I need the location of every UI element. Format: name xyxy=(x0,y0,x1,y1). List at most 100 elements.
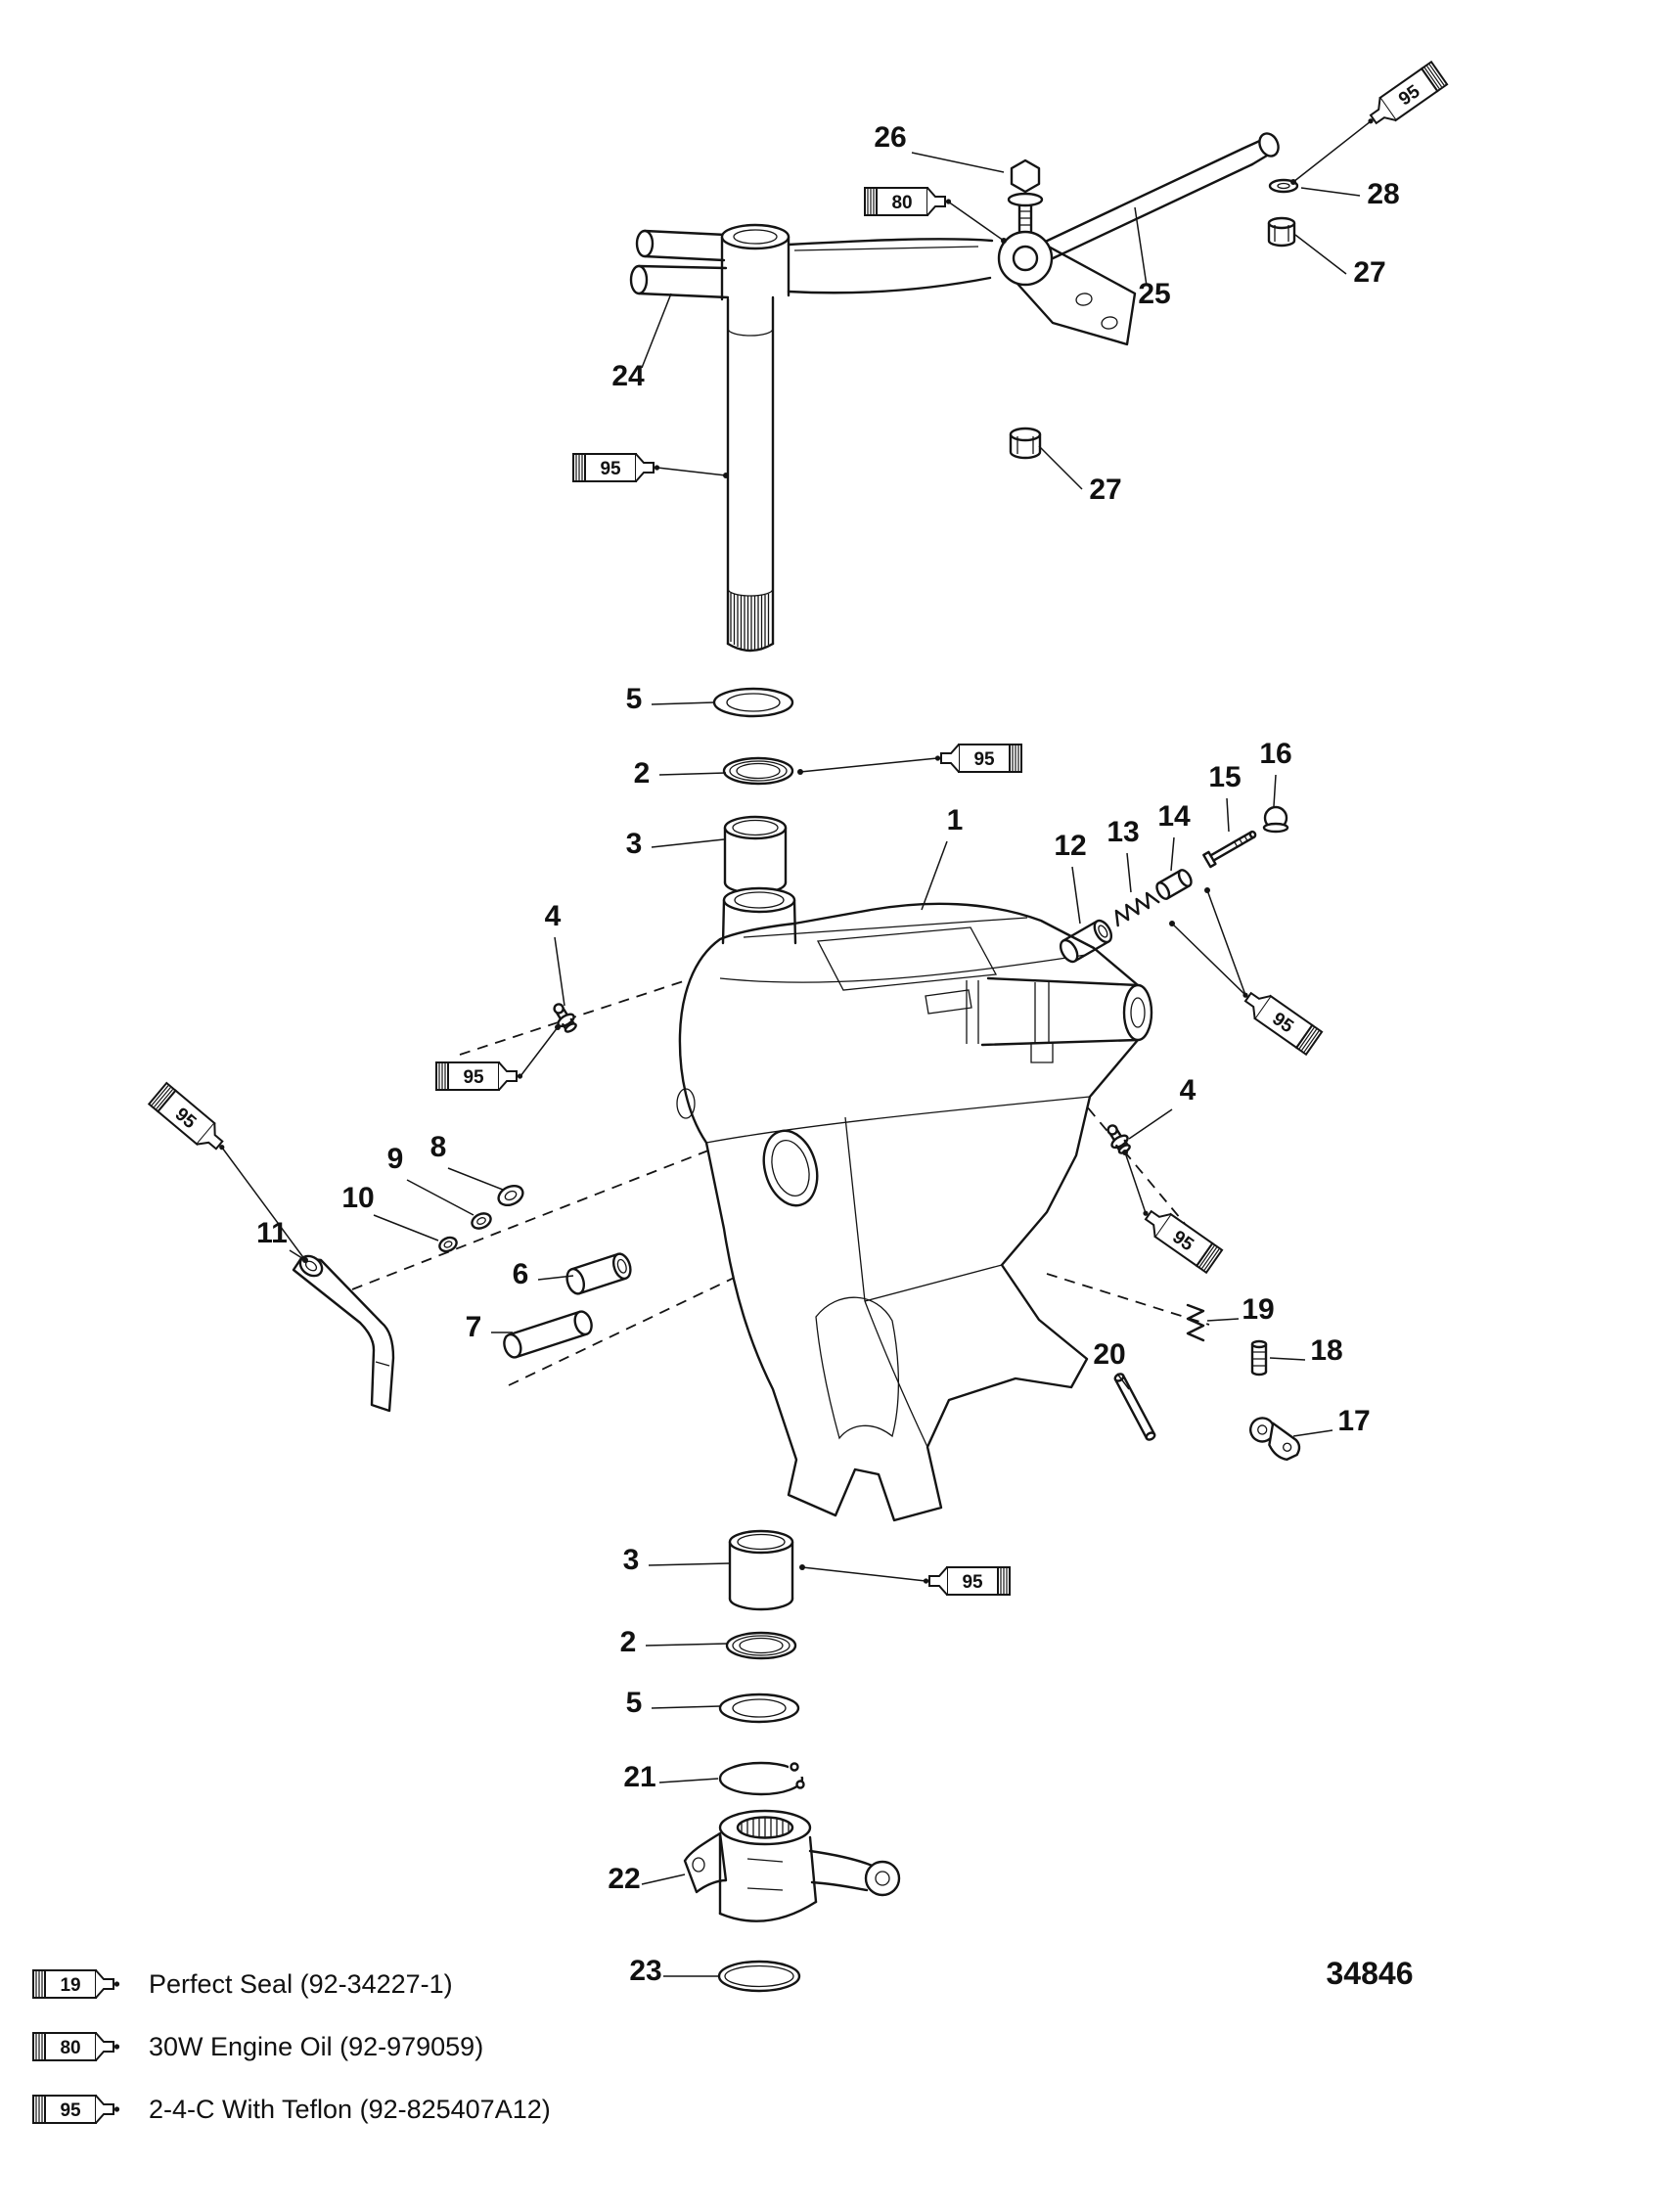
upper-washer-5 xyxy=(712,687,794,718)
callout-labels: 1 2 2 3 3 4 4 5 5 6 7 8 9 10 11 12 13 14… xyxy=(256,121,1400,1987)
washer-8 xyxy=(497,1184,524,1207)
callout-2-lower: 2 xyxy=(620,1626,637,1658)
lubricant-tube-icon: 95 xyxy=(572,453,661,482)
callout-17: 17 xyxy=(1337,1405,1370,1437)
spring-13 xyxy=(1114,891,1160,927)
callout-16: 16 xyxy=(1259,738,1291,770)
upper-seal-2 xyxy=(722,756,794,786)
legend: 19 Perfect Seal (92-34227-1) 80 30W Engi… xyxy=(32,1969,551,2124)
lubricant-code-label: 95 xyxy=(962,1572,983,1593)
steering-lever-11 xyxy=(292,1254,395,1413)
lubricant-tube-icon: 95 xyxy=(1136,1200,1222,1272)
callout-5-lower: 5 xyxy=(626,1687,643,1719)
callout-26: 26 xyxy=(874,121,906,154)
steering-arm-assembly xyxy=(629,132,1299,653)
callout-leader-lines xyxy=(289,152,1361,1977)
ring-23 xyxy=(717,1960,801,1993)
legend-item-engine-oil: 80 30W Engine Oil (92-979059) xyxy=(32,2032,483,2061)
callout-8: 8 xyxy=(430,1131,447,1163)
retaining-ring-21 xyxy=(718,1759,816,1796)
callout-11: 11 xyxy=(256,1217,288,1249)
washer-9 xyxy=(471,1212,492,1230)
callout-23: 23 xyxy=(629,1955,661,1987)
callout-24: 24 xyxy=(611,360,645,392)
legend-label-engine-oil: 30W Engine Oil (92-979059) xyxy=(149,2032,483,2061)
callout-27-lower: 27 xyxy=(1089,474,1121,506)
callout-12: 12 xyxy=(1054,830,1086,862)
latch-17 xyxy=(1249,1417,1301,1462)
lower-bushing-3 xyxy=(728,1529,794,1611)
pin-18 xyxy=(1250,1339,1268,1377)
bolt-26 xyxy=(1007,158,1044,233)
lower-seal-2 xyxy=(725,1631,797,1660)
screw-15 xyxy=(1202,830,1257,869)
lubricant-tube-icon: 95 xyxy=(1236,982,1322,1054)
lubricant-code-label: 95 xyxy=(973,749,995,770)
steering-arm xyxy=(629,223,1054,301)
washer-28 xyxy=(1268,178,1299,194)
lubricant-leader-lines xyxy=(221,120,1372,1582)
callout-3-upper: 3 xyxy=(626,828,643,860)
legend-item-2-4-c: 95 2-4-C With Teflon (92-825407A12) xyxy=(32,2095,551,2124)
upper-bushing-3 xyxy=(723,815,788,895)
lubricant-code-label: 80 xyxy=(891,193,912,213)
lubricant-tube-icon: 95 xyxy=(924,1567,1010,1595)
callout-25: 25 xyxy=(1138,278,1170,310)
lower-washer-5 xyxy=(718,1693,800,1724)
callout-27-upper: 27 xyxy=(1353,256,1385,289)
lubricant-tube-icon: 95 xyxy=(935,745,1021,772)
lubricant-code-label: 80 xyxy=(60,2038,80,2058)
plug-14 xyxy=(1155,869,1193,900)
callout-4-left: 4 xyxy=(545,900,562,932)
cap-nut-16 xyxy=(1262,805,1289,834)
callout-19: 19 xyxy=(1242,1293,1274,1326)
pivot-pin-20 xyxy=(1113,1373,1156,1441)
steering-link xyxy=(1037,132,1280,262)
washer-10 xyxy=(438,1236,458,1253)
swivel-bracket-housing xyxy=(676,886,1153,1522)
lubricant-tube-icon: 95 xyxy=(1361,62,1447,133)
callout-7: 7 xyxy=(466,1311,482,1343)
figure-number: 34846 xyxy=(1327,1956,1414,1991)
spring-pin-19 xyxy=(1186,1303,1205,1342)
lubricant-code-label: 95 xyxy=(463,1067,484,1088)
shaft-splines xyxy=(730,593,770,651)
callout-1: 1 xyxy=(947,804,964,836)
callout-3-lower: 3 xyxy=(623,1544,640,1576)
plug-12 xyxy=(1059,919,1113,964)
lubricant-tube-icon: 95 xyxy=(148,1081,234,1161)
lubricant-code-label: 95 xyxy=(600,459,621,479)
lubricant-tube-icon: 95 xyxy=(435,1061,524,1091)
legend-label-perfect-seal: Perfect Seal (92-34227-1) xyxy=(149,1969,453,1999)
lower-swivel-bracket-22 xyxy=(683,1809,901,1922)
lubricant-tube-icon: 19 xyxy=(32,1969,121,1999)
callout-14: 14 xyxy=(1157,800,1191,833)
callout-15: 15 xyxy=(1208,761,1241,793)
callout-5-upper: 5 xyxy=(626,683,643,715)
callout-20: 20 xyxy=(1093,1338,1125,1371)
lubricant-code-label: 19 xyxy=(60,1975,80,1996)
legend-label-2-4-c: 2-4-C With Teflon (92-825407A12) xyxy=(149,2095,551,2124)
swivel-shaft xyxy=(726,295,775,653)
lubricant-tube-icon: 80 xyxy=(32,2032,121,2061)
callout-4-right: 4 xyxy=(1180,1074,1197,1106)
legend-item-perfect-seal: 19 Perfect Seal (92-34227-1) xyxy=(32,1969,453,1999)
callout-2-upper: 2 xyxy=(634,757,651,790)
lubricant-tube-icon: 80 xyxy=(864,187,953,216)
bushing-6 xyxy=(565,1252,632,1295)
lubricant-code-label: 95 xyxy=(60,2100,81,2121)
lubricant-tube-icon: 95 xyxy=(32,2095,121,2124)
callout-18: 18 xyxy=(1310,1334,1342,1367)
callout-28: 28 xyxy=(1367,178,1399,210)
callout-6: 6 xyxy=(513,1258,529,1290)
grease-fitting-right xyxy=(1101,1120,1135,1157)
callout-9: 9 xyxy=(387,1143,404,1175)
callout-22: 22 xyxy=(608,1863,640,1895)
hex-nut-upper xyxy=(1267,216,1296,248)
hex-nut-lower xyxy=(1009,427,1042,460)
callout-13: 13 xyxy=(1106,816,1139,848)
spacer-7 xyxy=(503,1310,593,1359)
callout-10: 10 xyxy=(341,1182,374,1214)
